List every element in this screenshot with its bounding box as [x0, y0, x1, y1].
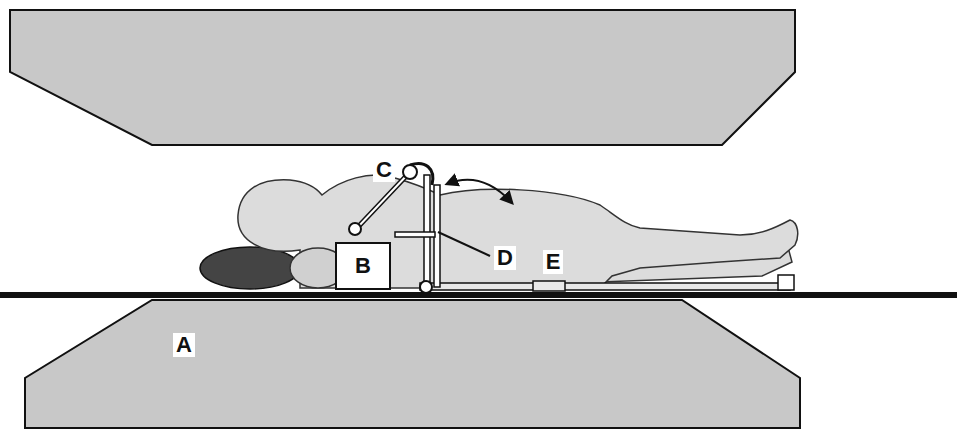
- part-letter: B: [355, 255, 371, 277]
- pillow: [200, 247, 300, 289]
- lever-line: [438, 232, 490, 256]
- part-letter: D: [494, 246, 516, 270]
- lower-magnet-pole: [25, 300, 800, 428]
- patient-body: [238, 175, 798, 288]
- base-bar: [420, 283, 790, 290]
- foot-stop: [778, 275, 794, 290]
- part-letter: A: [173, 333, 195, 357]
- pivot: [403, 165, 417, 179]
- upper-magnet-pole: [10, 10, 795, 145]
- patient-table: [0, 292, 957, 298]
- cross-bar: [395, 232, 435, 237]
- vertical-post: [424, 175, 430, 287]
- joint: [349, 223, 361, 235]
- slider-block: [533, 281, 565, 291]
- part-letter: C: [373, 158, 395, 182]
- part-letter: E: [543, 250, 564, 274]
- apparatus-box: B: [335, 242, 391, 290]
- joint: [420, 281, 432, 293]
- motion-arrow: [447, 180, 512, 203]
